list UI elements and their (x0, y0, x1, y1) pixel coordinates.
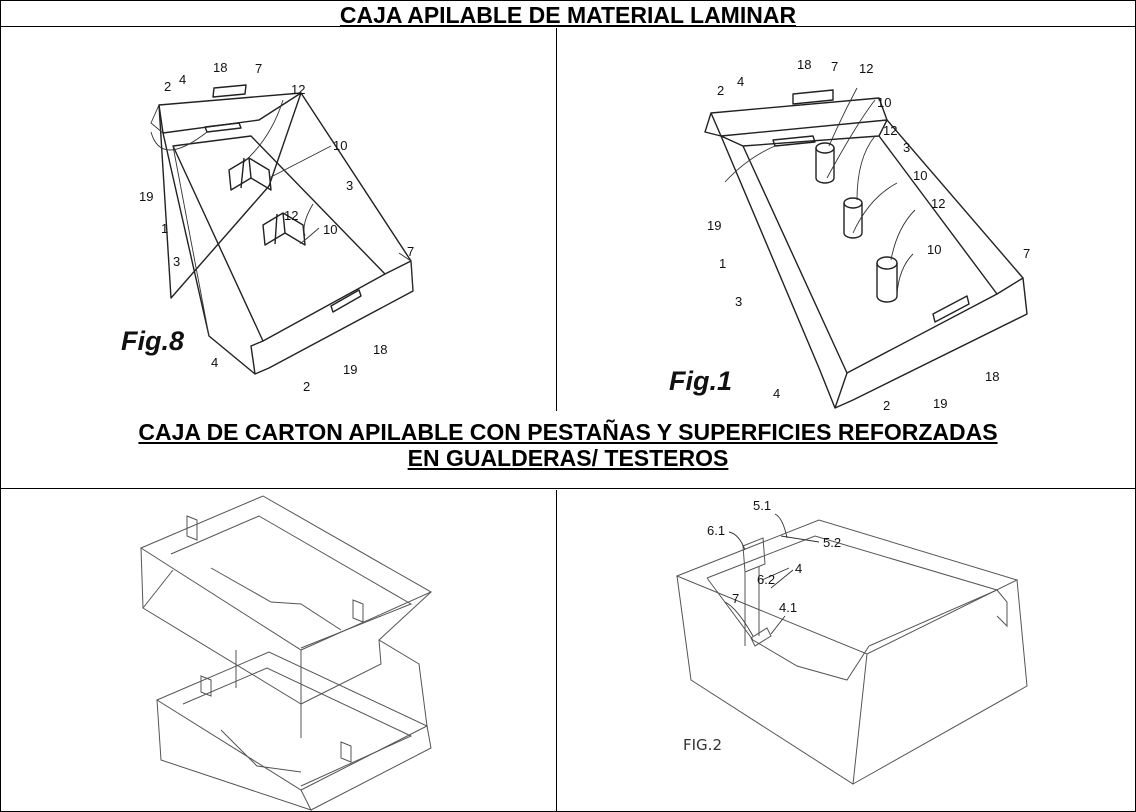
fig2-caption: FIG.2 (683, 736, 722, 754)
section-title-laminar: CAJA APILABLE DE MATERIAL LAMINAR (1, 1, 1135, 27)
fig2-label-5-2: 5.2 (823, 535, 841, 550)
fig8-label-10-upper: 10 (333, 138, 347, 153)
fig2-label-4: 4 (795, 561, 802, 576)
fig8-label-10-lower: 10 (323, 222, 337, 237)
fig2-drawing: 5.1 6.1 5.2 6.2 4 7 4.1 FIG.2 (675, 498, 1028, 785)
fig1-drawing: 18 7 12 2 4 10 12 3 19 10 12 10 1 7 3 4 … (669, 57, 1030, 411)
fig8-label-18-bottom: 18 (373, 342, 387, 357)
fig1-panel: 18 7 12 2 4 10 12 3 19 10 12 10 1 7 3 4 … (557, 28, 1135, 412)
fig8-label-12-top: 12 (291, 82, 305, 97)
fig1-label-10-a: 10 (877, 95, 891, 110)
fig1-label-10-b: 10 (913, 168, 927, 183)
fig1-label-12-top: 12 (859, 61, 873, 76)
fig1-label-18-bottom: 18 (985, 369, 999, 384)
fig2-label-4-1: 4.1 (779, 600, 797, 615)
fig8-label-3-right: 3 (346, 178, 353, 193)
fig8-label-18-top: 18 (213, 60, 227, 75)
fig1-label-19-left: 19 (707, 218, 721, 233)
section-title-laminar-text: CAJA APILABLE DE MATERIAL LAMINAR (339, 2, 797, 28)
fig1-label-10-c: 10 (927, 242, 941, 257)
fig1-label-2-bottom: 2 (883, 398, 890, 411)
fig8-label-19-bottom: 19 (343, 362, 357, 377)
fig8-caption: Fig.8 (121, 326, 184, 356)
fig8-label-3-left: 3 (173, 254, 180, 269)
fig1-label-18-top: 18 (797, 57, 811, 72)
fig8-label-1: 1 (161, 221, 168, 236)
fig8-label-2-bottom: 2 (303, 379, 310, 394)
fig1-label-3-right: 3 (903, 140, 910, 155)
section-title-carton-line2: EN GUALDERAS/ TESTEROS (407, 445, 729, 471)
fig8-label-19-left: 19 (139, 189, 153, 204)
fig2-panel: 5.1 6.1 5.2 6.2 4 7 4.1 FIG.2 (557, 490, 1135, 811)
fig1-label-7-right: 7 (1023, 246, 1030, 261)
fig2-label-5-1: 5.1 (753, 498, 771, 513)
fig1-label-12-c: 12 (931, 196, 945, 211)
section-title-carton: CAJA DE CARTON APILABLE CON PESTAÑAS Y S… (1, 411, 1135, 489)
fig8-label-4-bottom: 4 (211, 355, 218, 370)
fig1-label-7-top: 7 (831, 59, 838, 74)
fig1-caption: Fig.1 (669, 366, 732, 396)
section-title-carton-line1: CAJA DE CARTON APILABLE CON PESTAÑAS Y S… (138, 419, 998, 445)
fig8-label-12-lower: 12 (284, 208, 298, 223)
fig1-label-1: 1 (719, 256, 726, 271)
fig1-label-4-top: 4 (737, 74, 744, 89)
fig1-label-3-left: 3 (735, 294, 742, 309)
fig8-label-7-top: 7 (255, 61, 262, 76)
fig1-label-12-b: 12 (883, 123, 897, 138)
fig8-label-4-top: 4 (179, 72, 186, 87)
fig2-label-7: 7 (732, 591, 739, 606)
fig2-label-6-2: 6.2 (757, 572, 775, 587)
fig8-label-2-top: 2 (164, 79, 171, 94)
fig1-label-4-bottom: 4 (773, 386, 780, 401)
fig8-panel: 18 7 2 4 12 19 10 3 10 12 1 7 3 4 2 19 1… (1, 28, 557, 412)
stacked-boxes-drawing (139, 495, 433, 811)
fig8-label-7-right: 7 (407, 244, 414, 259)
stacked-boxes-panel (1, 490, 557, 811)
fig1-label-19-bottom: 19 (933, 396, 947, 411)
fig2-label-6-1: 6.1 (707, 523, 725, 538)
fig8-drawing: 18 7 2 4 12 19 10 3 10 12 1 7 3 4 2 19 1… (121, 60, 414, 394)
fig1-label-2-top: 2 (717, 83, 724, 98)
